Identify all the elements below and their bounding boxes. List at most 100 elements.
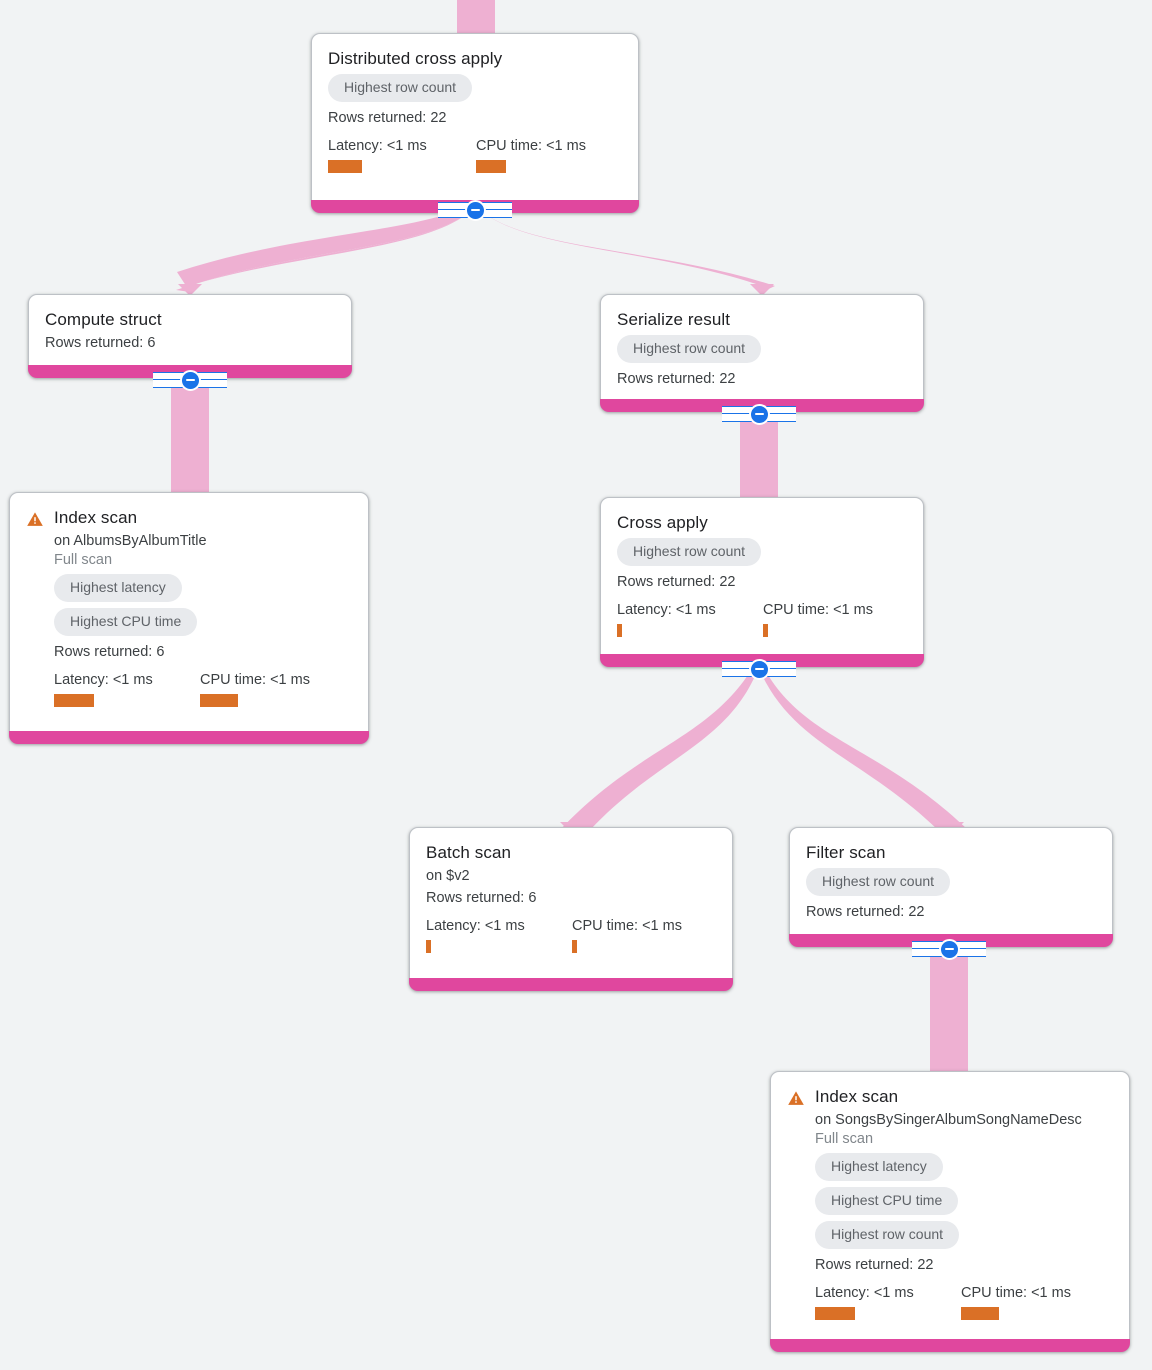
metric-cpu-time-label: CPU time: <1 ms	[476, 138, 586, 154]
badge-highest-row-count: Highest row count	[617, 538, 762, 566]
node-metrics: Latency: <1 ms CPU time: <1 ms	[815, 1284, 1113, 1320]
node-metrics: Latency: <1 ms CPU time: <1 ms	[328, 137, 622, 173]
edge-root-to-compute-struct-band	[176, 208, 474, 292]
badge-highest-row-count: Highest row count	[806, 868, 951, 896]
node-metrics: Latency: <1 ms CPU time: <1 ms	[54, 671, 352, 707]
node-header: Distributed cross apply Highest row coun…	[328, 48, 622, 173]
node-scan-type: Full scan	[815, 1131, 874, 1147]
collapse-toggle-distributed-cross-apply[interactable]	[438, 199, 512, 221]
plan-node-index-scan-songs[interactable]: Index scan on SongsBySingerAlbumSongName…	[770, 1071, 1130, 1352]
metric-latency: Latency: <1 ms	[328, 137, 476, 173]
metric-cpu-time-bar	[961, 1307, 999, 1320]
warning-icon	[27, 512, 43, 526]
minus-icon[interactable]	[938, 938, 960, 960]
node-rows-returned: Rows returned: 22	[815, 1257, 934, 1273]
node-title: Distributed cross apply	[328, 49, 503, 68]
badge-highest-row-count: Highest row count	[328, 74, 473, 102]
node-rows-returned: Rows returned: 22	[806, 904, 925, 920]
node-accent-bar	[9, 731, 369, 744]
node-title: Batch scan	[426, 843, 512, 862]
metric-cpu-time: CPU time: <1 ms	[476, 137, 586, 173]
metric-cpu-time: CPU time: <1 ms	[572, 917, 682, 953]
edge-cross-apply-to-filter-scan	[757, 664, 968, 830]
node-badges: Highest row count	[617, 538, 907, 566]
node-subtitle: on AlbumsByAlbumTitle	[54, 533, 207, 549]
node-title: Serialize result	[617, 310, 731, 329]
node-title: Filter scan	[806, 843, 886, 862]
plan-node-filter-scan[interactable]: Filter scan Highest row count Rows retur…	[789, 827, 1113, 947]
edge-compute-struct-to-index-scan-albums	[171, 378, 209, 498]
metric-cpu-time-label: CPU time: <1 ms	[200, 672, 310, 688]
collapse-toggle-filter-scan[interactable]	[912, 938, 986, 960]
node-header: Index scan on AlbumsByAlbumTitle Full sc…	[26, 507, 352, 707]
badge-highest-cpu-time: Highest CPU time	[815, 1187, 959, 1215]
node-badges: Highest row count	[328, 74, 622, 102]
metric-cpu-time-bar	[476, 160, 506, 173]
collapse-toggle-cross-apply[interactable]	[722, 658, 796, 680]
collapse-toggle-compute-struct[interactable]	[153, 369, 227, 391]
metric-latency-label: Latency: <1 ms	[617, 602, 716, 618]
node-subtitle: on SongsBySingerAlbumSongNameDesc	[815, 1112, 1082, 1128]
node-subtitle: on $v2	[426, 868, 470, 884]
metric-latency: Latency: <1 ms	[815, 1284, 961, 1320]
metric-latency-label: Latency: <1 ms	[328, 138, 427, 154]
node-accent-bar	[770, 1339, 1130, 1352]
badge-highest-row-count: Highest row count	[815, 1221, 960, 1249]
plan-node-cross-apply[interactable]: Cross apply Highest row count Rows retur…	[600, 497, 924, 667]
node-title: Compute struct	[45, 310, 162, 329]
node-header: Index scan on SongsBySingerAlbumSongName…	[787, 1086, 1113, 1320]
metric-latency-bar	[426, 940, 431, 953]
minus-icon[interactable]	[748, 403, 770, 425]
edge-root-inlet	[457, 0, 495, 36]
node-header: Filter scan Highest row count Rows retur…	[806, 842, 1096, 922]
metric-latency-bar	[54, 694, 94, 707]
plan-node-batch-scan[interactable]: Batch scan on $v2 Rows returned: 6 Laten…	[409, 827, 733, 991]
node-metrics: Latency: <1 ms CPU time: <1 ms	[617, 601, 907, 637]
metric-cpu-time-label: CPU time: <1 ms	[763, 602, 873, 618]
metric-cpu-time: CPU time: <1 ms	[961, 1284, 1071, 1320]
node-rows-returned: Rows returned: 6	[54, 644, 165, 660]
node-header: Serialize result Highest row count Rows …	[617, 309, 907, 389]
metric-latency-bar	[815, 1307, 855, 1320]
plan-node-distributed-cross-apply[interactable]: Distributed cross apply Highest row coun…	[311, 33, 639, 213]
node-badges: Highest latency Highest CPU time	[54, 574, 352, 636]
metric-latency-label: Latency: <1 ms	[426, 918, 525, 934]
minus-icon[interactable]	[748, 658, 770, 680]
metric-latency: Latency: <1 ms	[426, 917, 572, 953]
minus-icon[interactable]	[464, 199, 486, 221]
metric-latency-label: Latency: <1 ms	[815, 1285, 914, 1301]
node-header: Compute struct Rows returned: 6	[45, 309, 335, 353]
node-header: Batch scan on $v2 Rows returned: 6 Laten…	[426, 842, 716, 953]
plan-node-compute-struct[interactable]: Compute struct Rows returned: 6	[28, 294, 352, 378]
edge-root-to-compute-struct	[177, 205, 474, 292]
node-title: Cross apply	[617, 513, 708, 532]
metric-cpu-time-label: CPU time: <1 ms	[572, 918, 682, 934]
metric-cpu-time-bar	[200, 694, 238, 707]
metric-cpu-time-bar	[572, 940, 577, 953]
node-badges: Highest row count	[806, 868, 1096, 896]
node-title: Index scan	[54, 508, 138, 527]
node-badges: Highest latency Highest CPU time Highest…	[815, 1153, 1113, 1249]
badge-highest-row-count: Highest row count	[617, 335, 762, 363]
edge-cross-apply-to-batch-scan	[560, 664, 760, 830]
node-header: Cross apply Highest row count Rows retur…	[617, 512, 907, 637]
node-accent-bar	[409, 978, 733, 991]
plan-node-index-scan-albums[interactable]: Index scan on AlbumsByAlbumTitle Full sc…	[9, 492, 369, 744]
metric-latency-label: Latency: <1 ms	[54, 672, 153, 688]
metric-cpu-time: CPU time: <1 ms	[763, 601, 873, 637]
badge-highest-latency: Highest latency	[815, 1153, 943, 1181]
badge-highest-cpu-time: Highest CPU time	[54, 608, 198, 636]
edge-filter-scan-to-index-scan-songs	[930, 948, 968, 1076]
node-metrics: Latency: <1 ms CPU time: <1 ms	[426, 917, 716, 953]
node-scan-type: Full scan	[54, 552, 113, 568]
node-rows-returned: Rows returned: 22	[617, 371, 736, 387]
minus-icon[interactable]	[179, 369, 201, 391]
metric-cpu-time: CPU time: <1 ms	[200, 671, 310, 707]
metric-cpu-time-label: CPU time: <1 ms	[961, 1285, 1071, 1301]
plan-node-serialize-result[interactable]: Serialize result Highest row count Rows …	[600, 294, 924, 412]
badge-highest-latency: Highest latency	[54, 574, 182, 602]
node-rows-returned: Rows returned: 22	[617, 574, 736, 590]
node-rows-returned: Rows returned: 6	[426, 890, 537, 906]
collapse-toggle-serialize-result[interactable]	[722, 403, 796, 425]
